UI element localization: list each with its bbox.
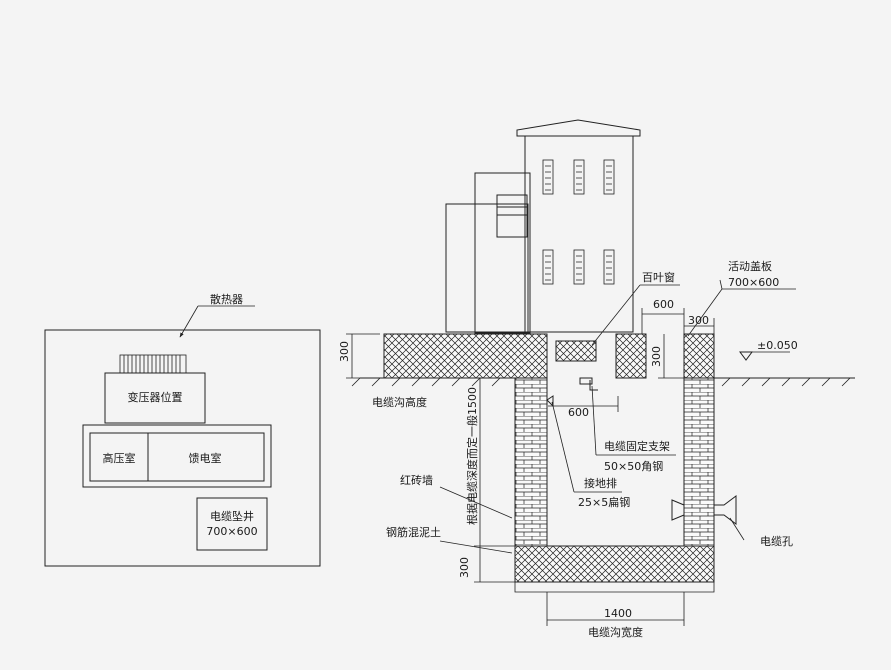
dim-300-slab: 300 xyxy=(338,341,351,362)
dim-1400: 1400 xyxy=(604,607,632,620)
cover-label: 活动盖板 xyxy=(728,259,772,273)
brick-wall-left xyxy=(514,377,548,547)
cable-hole-label: 电缆孔 xyxy=(760,535,793,548)
transformer-label: 变压器位置 xyxy=(128,390,183,404)
cover-size: 700×600 xyxy=(728,276,779,289)
feeder-room-label: 馈电室 xyxy=(189,451,222,465)
plan-outer-frame xyxy=(44,329,321,567)
plan-view: 变压器位置 高压室 馈电室 电缆坠井 700×600 散热器 xyxy=(44,292,321,567)
foundation-slab-right xyxy=(615,333,647,379)
cable-shaft-label: 电缆坠井 xyxy=(210,509,254,523)
dim-300-top: 300 xyxy=(688,314,709,327)
radiator-icon xyxy=(119,354,187,374)
dim-300-bottom: 300 xyxy=(458,557,471,578)
trench-height-label: 电缆沟高度 xyxy=(372,395,427,409)
concrete-base xyxy=(514,545,715,583)
concrete-label: 钢筋混泥土 xyxy=(386,525,441,539)
substation-building xyxy=(445,119,641,334)
ground-bar-size: 25×5扁钢 xyxy=(578,496,630,509)
radiator-label: 散热器 xyxy=(210,292,243,306)
cable-bracket-icon xyxy=(579,377,593,385)
bracket-label: 电缆固定支架 xyxy=(604,439,670,453)
dim-600-mid: 600 xyxy=(568,406,589,419)
room-frame-outer xyxy=(82,424,272,488)
brick-wall-label: 红砖墙 xyxy=(400,473,433,487)
ground-bar-label: 接地排 xyxy=(584,476,617,490)
section-view: ±0.050 300 600 300 300 600 根据电缆深度而定一般150… xyxy=(338,119,855,639)
hv-room-label: 高压室 xyxy=(103,451,136,465)
brick-wall-right xyxy=(683,377,715,547)
louver-icon xyxy=(555,340,597,362)
dim-300-right: 300 xyxy=(650,346,663,367)
cable-hole-icon xyxy=(671,495,737,525)
cable-shaft-size: 700×600 xyxy=(206,525,257,538)
bracket-size: 50×50角钢 xyxy=(604,460,663,473)
trench-width-label: 电缆沟宽度 xyxy=(588,625,643,639)
vent-grilles xyxy=(542,159,615,285)
transformer-box xyxy=(104,372,206,424)
cover-slab xyxy=(683,333,715,379)
room-frame-inner xyxy=(89,432,265,482)
cable-shaft-box xyxy=(196,497,268,551)
dim-600-top: 600 xyxy=(653,298,674,311)
elevation-label: ±0.050 xyxy=(757,339,798,352)
foundation-slab-left xyxy=(383,333,548,379)
louver-label: 百叶窗 xyxy=(642,270,675,284)
trench-depth-note: 根据电缆深度而定一般1500 xyxy=(465,387,479,525)
